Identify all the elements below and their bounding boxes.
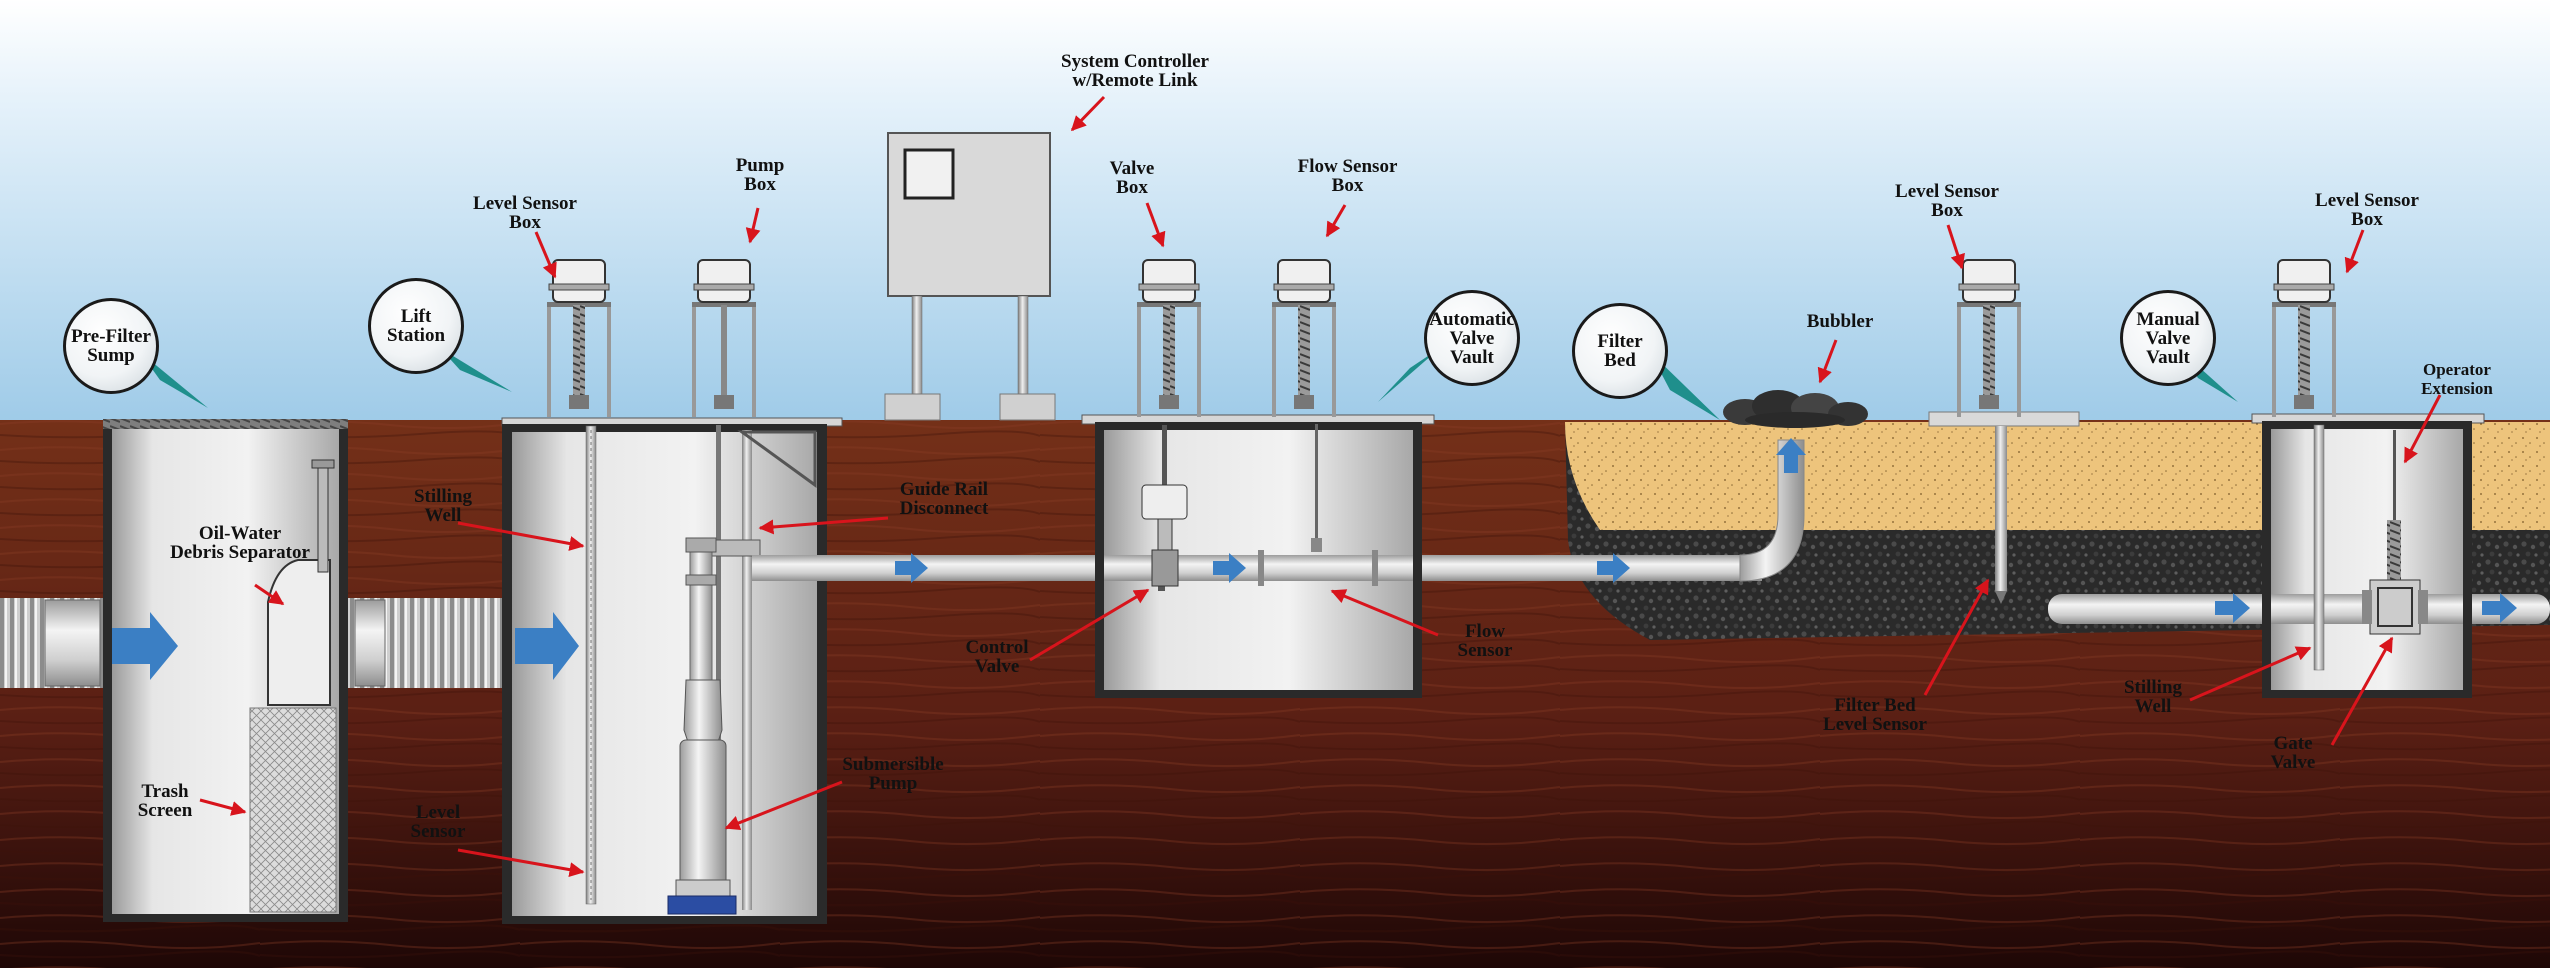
flow-sensor-box-stand [1272, 259, 1336, 417]
sensor-stands [547, 259, 2336, 417]
system-controller-label: System Controller w/Remote Link [1061, 51, 1209, 91]
filter-bed-label: Filter Bed [1597, 331, 1643, 371]
filter-bed-level-sensor-label: Filter Bed Level Sensor [1823, 695, 1927, 735]
pre-filter-sump-vault [103, 419, 348, 922]
control-valve-label: Control Valve [965, 637, 1029, 677]
pointer-arrows [199, 95, 2442, 878]
valve-box-label: Valve Box [1109, 158, 1155, 198]
pump-box-label: Pump Box [735, 155, 785, 195]
flow-arrows [112, 438, 2517, 680]
flow-sensor-label: Flow Sensor [1457, 621, 1513, 661]
pre-filter-sump-label: Pre-Filter Sump [71, 326, 151, 366]
oil-water-separator-label: Oil-Water Debris Separator [170, 523, 310, 563]
gate-valve-label: Gate Valve [2270, 733, 2316, 773]
stilling-well-label-2: Stilling Well [2123, 677, 2183, 717]
level-sensor-box-label-3: Level Sensor Box [2315, 190, 2419, 230]
guide-rail-disconnect-label: Guide Rail Disconnect [899, 479, 989, 519]
stilling-well-label-1: Stilling Well [413, 486, 473, 526]
filter-bed-level-sensor-probe [1928, 411, 2080, 604]
pump-box-stand [692, 259, 756, 417]
flow-sensor-box-label: Flow Sensor Box [1297, 156, 1398, 196]
level-sensor-box-stand-3 [2272, 259, 2336, 417]
automatic-valve-vault-callout: Automatic Valve Vault [1424, 290, 1520, 386]
lift-station-label: Lift Station [386, 306, 446, 346]
level-sensor-box-label-1: Level Sensor Box [473, 193, 577, 233]
manual-valve-vault-structure [2251, 413, 2485, 698]
valve-box-stand [1137, 259, 1201, 417]
level-sensor-box-label-2: Level Sensor Box [1895, 181, 1999, 221]
pipe-bend [1739, 439, 1805, 582]
system-controller-cabinet [884, 132, 1056, 421]
bubbler-rocks [1723, 390, 1868, 428]
operator-extension-label: Operator Extension [2421, 360, 2493, 398]
manual-valve-vault-label: Manual Valve Vault [2136, 308, 2200, 368]
pre-filter-sump-callout: Pre-Filter Sump [63, 298, 159, 394]
automatic-valve-vault-label: Automatic Valve Vault [1429, 308, 1515, 368]
filter-bed-callout: Filter Bed [1572, 303, 1668, 399]
automatic-valve-vault-structure [1081, 414, 1435, 698]
lift-station-callout: Lift Station [368, 278, 464, 374]
level-sensor-label: Level Sensor [410, 802, 466, 842]
transfer-pipe-coupler [354, 599, 386, 687]
submersible-pump-label: Submersible Pump [842, 754, 944, 794]
manual-valve-vault-callout: Manual Valve Vault [2120, 290, 2216, 386]
trash-screen-label: Trash Screen [137, 781, 193, 821]
inlet-pipe-coupler [44, 599, 101, 687]
level-sensor-box-stand-1 [547, 259, 611, 417]
bubbler-label: Bubbler [1806, 311, 1874, 332]
level-sensor-box-stand-2 [1957, 259, 2021, 417]
